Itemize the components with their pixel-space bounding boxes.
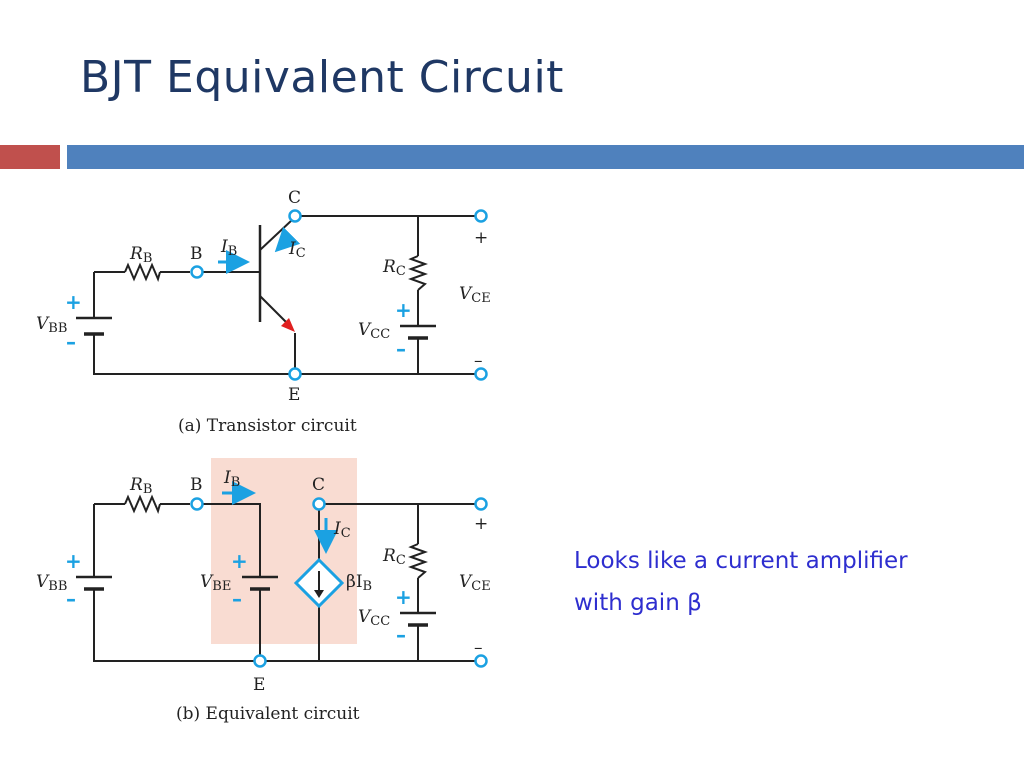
label-ic-b: IC (333, 519, 351, 541)
equivalent-circuit: RB B C E IB IC βIB RC VCE VBB VBE VCC + … (36, 458, 491, 724)
vcc-plus-a: + (395, 298, 412, 322)
label-b-a: B (190, 244, 203, 264)
note-line-1: Looks like a current amplifier (574, 548, 908, 574)
vcc-minus-b: – (396, 623, 406, 647)
terminal-c-a (288, 209, 302, 223)
terminal-vce-top-a (474, 209, 488, 223)
label-c-a: C (288, 188, 301, 208)
vbb-minus-a: – (66, 330, 76, 354)
caption-b: (b) Equivalent circuit (176, 704, 360, 724)
vbb-minus-b: – (66, 587, 76, 611)
vcc-minus-a: – (396, 337, 406, 361)
terminal-e-b (253, 654, 267, 668)
vbe-plus-b: + (231, 549, 248, 573)
label-rc-a: RC (382, 257, 406, 279)
label-rc-b: RC (382, 546, 406, 568)
vbe-minus-b: – (232, 587, 242, 611)
terminal-b-b (190, 497, 204, 511)
label-vce-a: VCE (459, 284, 491, 306)
vce-minus-a: – (474, 351, 483, 371)
title-accent-blue-bar (67, 145, 1024, 169)
resistor-rc-a (408, 255, 428, 291)
title-accent-red-bar (0, 145, 60, 169)
terminal-c-b (312, 497, 326, 511)
explanation-note: Looks like a current amplifier with gain… (574, 540, 908, 624)
vcc-plus-b: + (395, 585, 412, 609)
terminal-vce-bottom-a (474, 367, 488, 381)
label-e-a: E (288, 385, 300, 405)
label-e-b: E (253, 675, 265, 695)
dependent-current-source (293, 557, 345, 609)
resistor-rc-b (408, 543, 428, 579)
label-ib-b: IB (223, 468, 240, 490)
label-vce-b: VCE (459, 572, 491, 594)
caption-a: (a) Transistor circuit (178, 416, 357, 436)
label-c-b: C (312, 475, 325, 495)
source-down-arrow-icon (314, 590, 324, 598)
label-vbb-a: VBB (36, 314, 67, 336)
label-b-b: B (190, 475, 203, 495)
slide-title: BJT Equivalent Circuit (80, 52, 564, 103)
wire-a-left (93, 272, 478, 375)
resistor-rb-a (124, 262, 161, 282)
transistor-circuit: RB B C E IB IC RC VCE VBB VCC + – + – + … (36, 188, 491, 436)
resistor-rb-b (124, 494, 161, 514)
terminal-vce-bottom-b (474, 654, 488, 668)
wire-b-base (94, 503, 261, 661)
label-vcc-b: VCC (358, 607, 390, 629)
note-line-2: with gain β (574, 590, 702, 616)
label-ic-a: IC (288, 239, 306, 261)
label-vbb-b: VBB (36, 572, 67, 594)
terminal-b-a (190, 265, 204, 279)
label-rb-b: RB (129, 475, 152, 497)
vbb-plus-b: + (65, 549, 82, 573)
vce-minus-b: – (474, 638, 483, 658)
label-ib-a: IB (220, 237, 237, 259)
emitter-arrow-icon (281, 318, 295, 332)
label-vbe-b: VBE (200, 572, 231, 594)
terminal-vce-top-b (474, 497, 488, 511)
vce-plus-b: + (474, 514, 488, 534)
wire-b-left (93, 504, 478, 662)
label-vcc-a: VCC (358, 320, 390, 342)
vce-plus-a: + (474, 228, 488, 248)
terminal-e-a (288, 367, 302, 381)
vbb-plus-a: + (65, 290, 82, 314)
ic-arrow-a (274, 226, 301, 253)
label-beta-ib: βIB (346, 572, 372, 594)
label-rb-a: RB (129, 244, 152, 266)
